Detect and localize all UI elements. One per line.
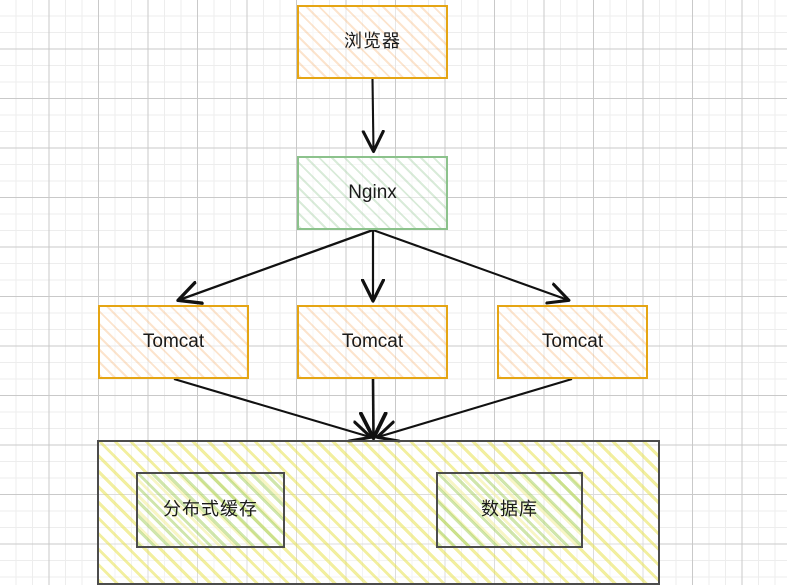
node-tomcat-2-label: Tomcat [341,330,404,352]
node-tomcat-1-label: Tomcat [142,330,205,352]
edge-nginx-to-tomcat-1 [179,228,374,300]
node-tomcat-1[interactable]: Tomcat [98,305,249,379]
node-nginx-label: Nginx [348,181,397,203]
edge-tomcat-3-to-backend [378,377,573,437]
edge-tomcat-1-to-backend [173,377,370,437]
node-database-label: 数据库 [481,499,538,521]
node-browser[interactable]: 浏览器 [297,5,448,79]
node-tomcat-2[interactable]: Tomcat [297,305,448,379]
node-distributed-cache-label: 分布式缓存 [163,499,258,521]
node-nginx[interactable]: Nginx [297,156,448,230]
node-browser-label: 浏览器 [344,31,401,53]
edge-tomcat-2-to-backend [373,378,374,437]
edge-browser-to-nginx [373,78,374,151]
node-distributed-cache[interactable]: 分布式缓存 [136,472,285,548]
node-database[interactable]: 数据库 [436,472,583,548]
edge-nginx-to-tomcat-3 [372,229,568,300]
backend-container[interactable] [97,440,660,585]
node-tomcat-3-label: Tomcat [541,330,604,352]
node-tomcat-3[interactable]: Tomcat [497,305,648,379]
